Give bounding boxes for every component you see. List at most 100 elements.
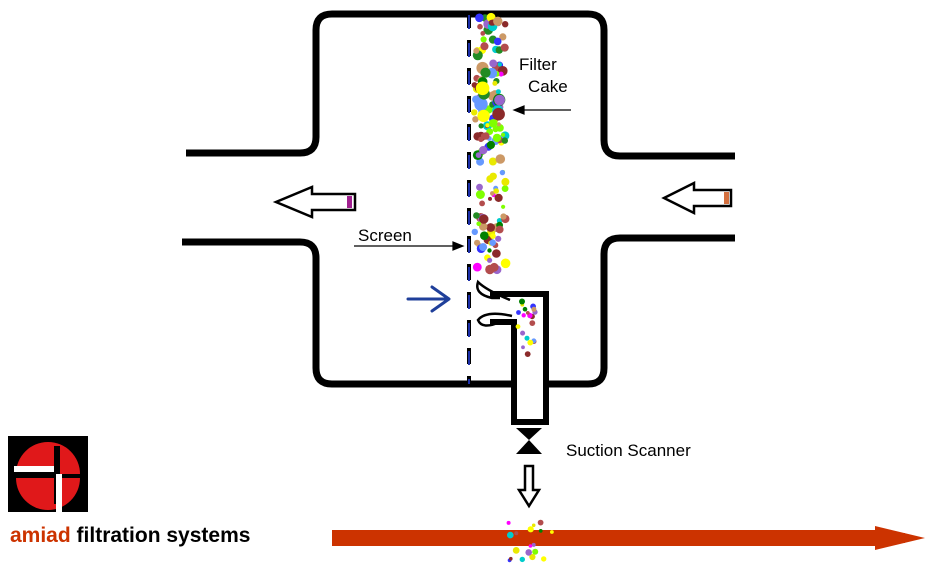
particle — [498, 71, 504, 77]
particle — [496, 122, 501, 127]
outlet-arrow-accent — [347, 196, 352, 208]
particle — [489, 239, 497, 246]
particle — [475, 13, 484, 23]
particle — [475, 81, 490, 96]
particle — [477, 23, 483, 30]
particle — [531, 523, 536, 528]
particle — [488, 196, 492, 201]
amiad-logo-icon — [4, 436, 88, 514]
brand-name: amiad — [10, 524, 71, 547]
particle — [486, 140, 495, 150]
particle — [476, 221, 482, 227]
particle — [488, 119, 498, 128]
particle — [493, 188, 500, 194]
suction-scanner-label: Suction Scanner — [566, 441, 691, 460]
particle — [475, 152, 482, 159]
particle — [486, 175, 494, 183]
particle — [541, 556, 547, 562]
particle — [501, 177, 510, 186]
particle — [531, 306, 537, 312]
particle — [490, 191, 495, 196]
particle — [537, 519, 544, 526]
filter-cake-label-line1: Filter — [519, 55, 557, 74]
particle — [500, 43, 509, 52]
particle — [501, 185, 509, 193]
particle — [494, 94, 505, 106]
particle — [492, 249, 501, 258]
particle — [500, 213, 507, 220]
particle — [488, 157, 497, 166]
particle — [529, 320, 536, 326]
particle — [471, 109, 478, 116]
particle — [482, 132, 490, 140]
particle — [471, 228, 478, 236]
drain-arrow-icon — [516, 464, 542, 509]
particle — [478, 136, 484, 142]
particle — [521, 313, 526, 318]
filter-cake-label-line2: Cake — [528, 77, 568, 96]
particle — [516, 310, 521, 315]
particle — [479, 214, 489, 224]
particle — [485, 123, 490, 128]
inlet-arrow-icon — [661, 180, 733, 216]
particle — [514, 531, 519, 536]
particle — [473, 47, 480, 54]
particle — [502, 21, 509, 28]
particle — [479, 243, 488, 252]
particle — [487, 257, 493, 263]
brand-tagline: filtration systems — [76, 524, 251, 547]
particle — [538, 529, 543, 533]
particle — [479, 200, 485, 207]
particle — [489, 59, 498, 68]
particle — [486, 223, 495, 232]
particle — [472, 262, 482, 272]
particle — [485, 264, 495, 275]
particle — [472, 116, 479, 123]
particle — [495, 225, 504, 234]
particle — [492, 133, 502, 143]
particle — [550, 530, 554, 534]
particle — [497, 62, 502, 67]
particle — [515, 324, 521, 329]
particle — [528, 544, 533, 548]
particle — [531, 542, 536, 547]
particle — [487, 248, 492, 253]
particle — [499, 33, 507, 41]
particle — [479, 222, 488, 231]
particle — [512, 547, 520, 554]
particle — [507, 531, 514, 539]
particle — [480, 42, 489, 51]
particle — [495, 154, 506, 164]
particle — [520, 330, 526, 336]
inlet-arrow-accent — [724, 192, 729, 204]
suction-scanner-tube — [490, 291, 549, 425]
particle — [500, 132, 506, 137]
particle — [501, 204, 506, 209]
particle — [522, 306, 528, 312]
particle — [529, 553, 536, 561]
screen-label: Screen — [358, 226, 412, 245]
particle — [475, 190, 485, 199]
brand-wordmark: amiad filtration systems — [10, 523, 250, 549]
particle — [519, 298, 525, 305]
particle — [492, 80, 498, 86]
particle — [500, 258, 511, 269]
particle — [479, 146, 488, 155]
particle — [524, 335, 530, 341]
particle — [499, 169, 506, 176]
particle — [532, 548, 539, 555]
particle — [494, 193, 503, 202]
particle — [506, 520, 511, 525]
housing-outline — [182, 10, 735, 388]
particle — [480, 67, 491, 78]
particle — [480, 36, 487, 43]
nozzle-flow-curls — [476, 279, 513, 327]
valve-icon — [516, 428, 542, 454]
particle — [473, 212, 480, 219]
label-pointers — [354, 105, 571, 251]
particle — [495, 235, 502, 242]
particle — [527, 526, 534, 533]
backflush-arrow-icon — [406, 285, 451, 313]
particle — [480, 31, 486, 36]
